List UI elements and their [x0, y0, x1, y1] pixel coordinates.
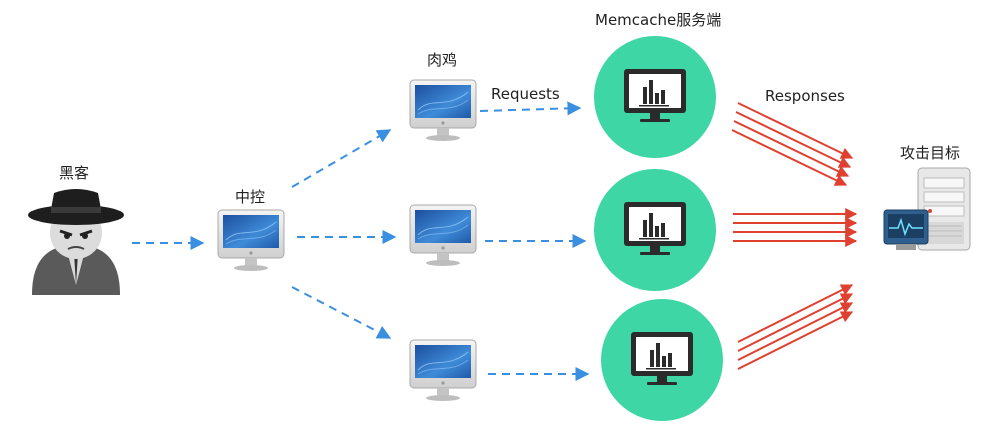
responses-label: Responses	[765, 87, 845, 105]
controller-label: 中控	[235, 188, 266, 206]
controller-computer-icon	[217, 209, 285, 272]
hacker-icon	[28, 189, 124, 295]
response-arrows	[731, 102, 858, 370]
requests-label: Requests	[491, 85, 560, 103]
memcache-server-icon	[594, 36, 716, 158]
hacker-label: 黑客	[59, 164, 90, 182]
bot-computer-icon	[409, 339, 477, 402]
memcache-server-icon	[601, 299, 723, 421]
request-arrows	[132, 101, 590, 381]
bot-computer-icon	[409, 79, 477, 142]
memcache-server-icon	[594, 169, 716, 291]
servers-label: Memcache服务端	[595, 11, 722, 29]
bots-label: 肉鸡	[427, 51, 458, 69]
target-server-icon	[883, 167, 971, 251]
target-label: 攻击目标	[900, 144, 961, 162]
bot-computer-icon	[409, 204, 477, 267]
